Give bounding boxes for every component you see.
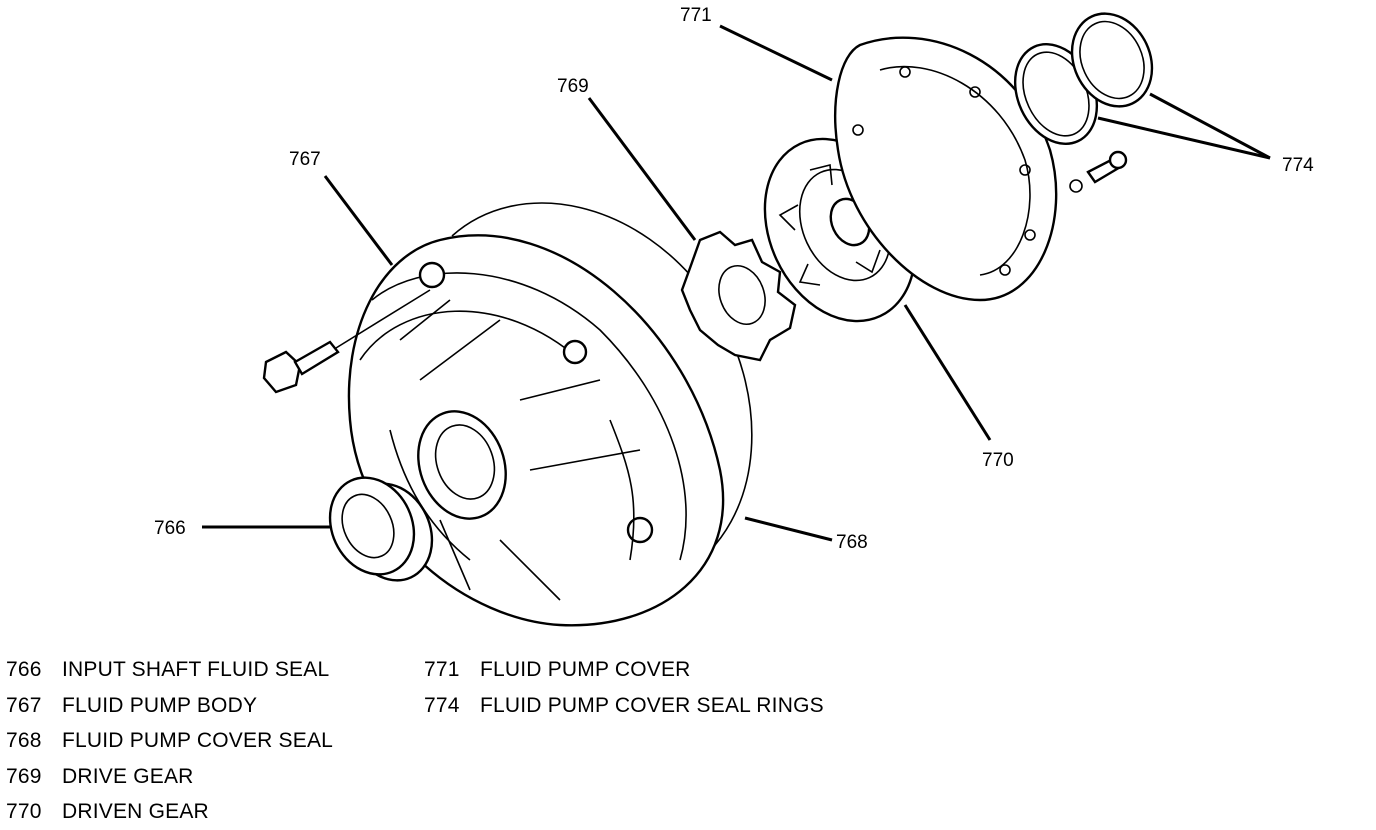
drive-gear: [680, 230, 797, 362]
parts-legend-right: 771 FLUID PUMP COVER 774 FLUID PUMP COVE…: [424, 652, 844, 723]
legend-number: 766: [6, 658, 42, 681]
legend-number: 771: [424, 658, 460, 681]
callout-766: 766: [154, 518, 186, 539]
legend-number: 774: [424, 693, 460, 717]
fluid-pump-cover-seal-rings: [1013, 12, 1154, 145]
callout-770: 770: [982, 450, 1014, 471]
legend-text: FLUID PUMP COVER SEAL: [62, 729, 334, 752]
bolt: [262, 289, 431, 394]
fluid-pump-body: [347, 234, 725, 627]
legend-text: DRIVE GEAR: [62, 764, 194, 788]
legend-item: 771 FLUID PUMP COVER: [424, 652, 844, 688]
legend-number: 770: [6, 800, 42, 823]
leader-lines: [202, 24, 1271, 542]
legend-text: INPUT SHAFT FLUID SEAL: [62, 658, 330, 681]
legend-number: 767: [6, 693, 42, 717]
legend-item: 769 DRIVE GEAR: [6, 759, 426, 795]
legend-item: 770 DRIVEN GEAR: [6, 794, 426, 830]
fluid-pump-cover: [834, 36, 1058, 302]
callout-768: 768: [836, 532, 868, 553]
callout-769: 769: [557, 76, 589, 97]
legend-number: 768: [6, 729, 42, 752]
legend-item: 766 INPUT SHAFT FLUID SEAL: [6, 652, 426, 688]
callout-774: 774: [1282, 155, 1314, 176]
legend-item: 768 FLUID PUMP COVER SEAL: [6, 723, 426, 759]
callout-767: 767: [289, 149, 321, 170]
legend-text: DRIVEN GEAR: [62, 800, 209, 823]
legend-text: FLUID PUMP BODY: [62, 693, 258, 717]
legend-item: 774 FLUID PUMP COVER SEAL RINGS: [424, 688, 844, 724]
input-shaft-fluid-seal: [328, 476, 434, 582]
legend-number: 769: [6, 764, 42, 788]
legend-text: FLUID PUMP COVER: [480, 658, 691, 681]
parts-legend-left: 766 INPUT SHAFT FLUID SEAL 767 FLUID PUM…: [6, 652, 426, 830]
exploded-view-diagram: 766 767 768 769 770 771 774: [154, 5, 1314, 627]
legend-text: FLUID PUMP COVER SEAL RINGS: [480, 693, 824, 717]
callout-771: 771: [680, 5, 712, 26]
cover-bolt: [1069, 150, 1128, 193]
legend-item: 767 FLUID PUMP BODY: [6, 688, 426, 724]
